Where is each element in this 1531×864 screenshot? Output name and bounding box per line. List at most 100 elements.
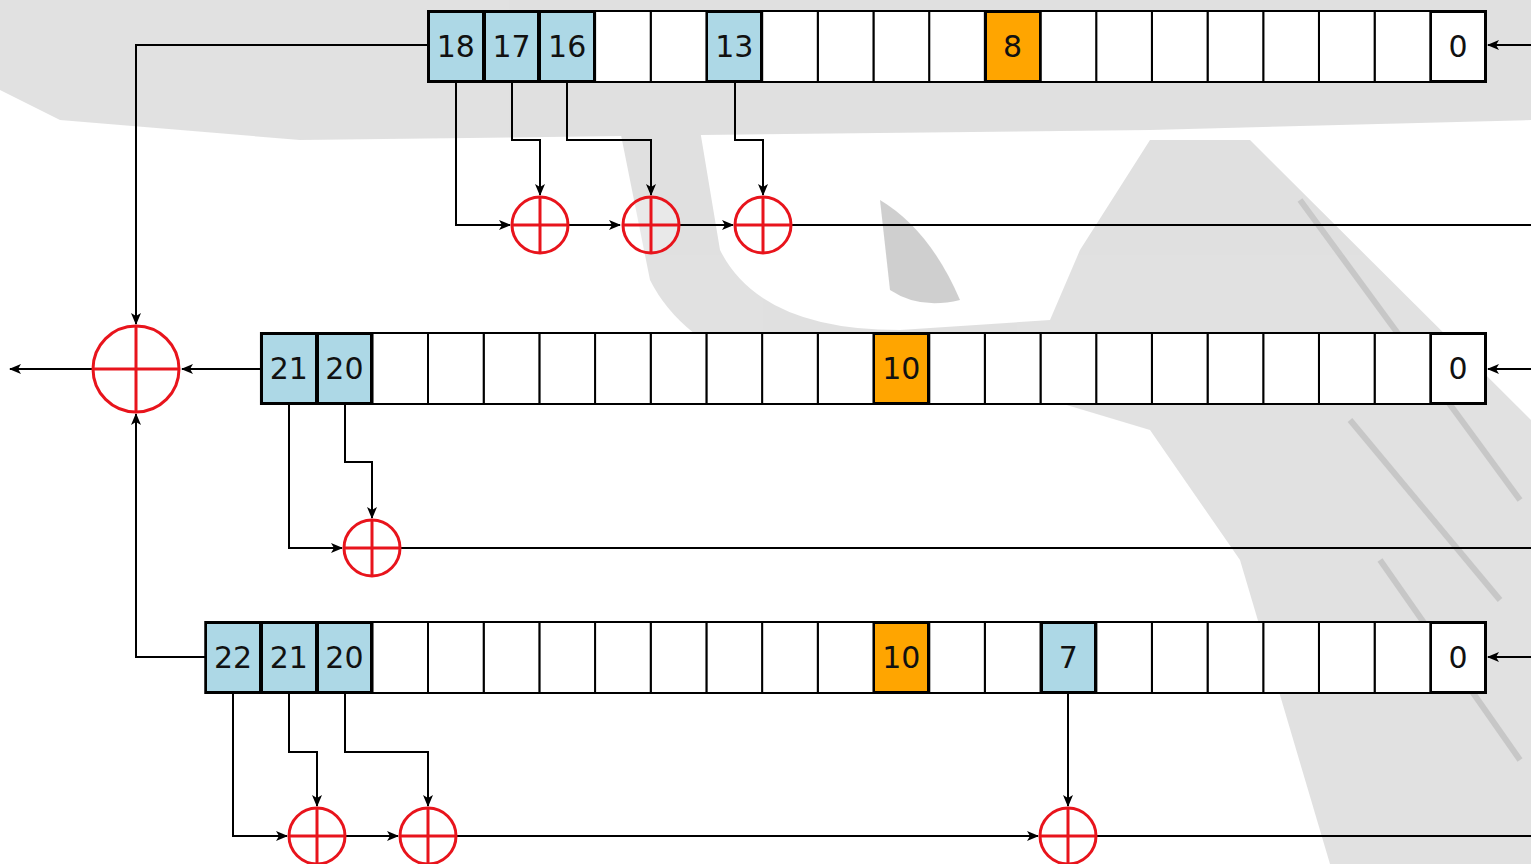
register-cell [1096,333,1152,404]
register-cell: 7 [1041,622,1097,693]
register-cell: 21 [261,333,317,404]
grip-texture [1300,200,1520,760]
register-cell [1096,11,1152,82]
register-cell [1096,622,1152,693]
register-cell [762,333,818,404]
register-cell: 20 [317,622,373,693]
register-cell [873,11,929,82]
register-cell [1375,622,1431,693]
register-cell [484,333,540,404]
register-cell [539,333,595,404]
register-cell [818,11,874,82]
register-cell [929,11,985,82]
register-cell [484,11,540,82]
register-cell [818,622,874,693]
register-cell [762,11,818,82]
register-cell [651,622,707,693]
register-cell [428,11,484,82]
bit-index: 16 [548,29,586,64]
register-cell [595,622,651,693]
register-cell [317,622,373,693]
register-cell: 18 [428,11,484,82]
bit-index: 17 [492,29,530,64]
register-cell: 21 [261,622,317,693]
register-cell: 10 [873,622,929,693]
register-cell [929,622,985,693]
register-cell [1319,333,1375,404]
register-cell [205,622,261,693]
register-cell [1152,11,1208,82]
bit-index: 20 [325,351,363,386]
register-cell [484,622,540,693]
register-cell: 0 [1430,333,1486,404]
register-cell [1152,622,1208,693]
register-cell: 8 [985,11,1041,82]
register-cell [539,11,595,82]
register-cell [1319,622,1375,693]
register-cell [706,622,762,693]
register-cell: 0 [1430,622,1486,693]
bit-index: 13 [715,29,753,64]
register-cell: 20 [317,333,373,404]
register-cell [873,622,929,693]
register-cell [762,622,818,693]
register-cell [985,622,1041,693]
register-cell [1375,11,1431,82]
register-cell [1319,11,1375,82]
bit-index: 10 [882,640,920,675]
register-cell [1263,333,1319,404]
register-cell [1263,622,1319,693]
register-cell: 0 [1430,11,1486,82]
xor-gate [93,197,1096,864]
register-cell [317,333,373,404]
register-cell [1041,333,1097,404]
register-cell [1208,333,1264,404]
register-cell [428,622,484,693]
tap-wires [10,45,1531,836]
bit-index: 0 [1449,640,1468,675]
register-cell [1375,333,1431,404]
bit-index: 10 [882,351,920,386]
register-cell [706,333,762,404]
bit-index: 22 [214,640,252,675]
register-cell: 16 [539,11,595,82]
register-cell [261,333,317,404]
register-cell: 10 [873,333,929,404]
register-cell [929,333,985,404]
register-cell [1430,11,1486,82]
register-cell [372,333,428,404]
register-cell [539,622,595,693]
register-cell [428,333,484,404]
register-cell: 22 [205,622,261,693]
register-cell [1208,11,1264,82]
register-cell [985,11,1041,82]
bit-index: 7 [1059,640,1078,675]
bit-index: 20 [325,640,363,675]
bit-index: 21 [270,351,308,386]
register-cell [651,11,707,82]
register-cell [595,11,651,82]
register-cell [1041,622,1097,693]
register-cell [1263,11,1319,82]
register-cell [595,333,651,404]
register-cell [1208,622,1264,693]
register-cell [372,622,428,693]
bit-index: 0 [1449,351,1468,386]
register-cell [873,333,929,404]
bit-index: 21 [270,640,308,675]
bit-index: 18 [437,29,475,64]
bit-index: 0 [1449,29,1468,64]
bit-index: 8 [1003,29,1022,64]
register-cell [1152,333,1208,404]
register-cell [818,333,874,404]
register-cell: 13 [706,11,762,82]
register-cell [1430,333,1486,404]
register-cell [1430,622,1486,693]
register-cell: 17 [484,11,540,82]
register-cell [261,622,317,693]
register-cell [1041,11,1097,82]
register-cell [985,333,1041,404]
